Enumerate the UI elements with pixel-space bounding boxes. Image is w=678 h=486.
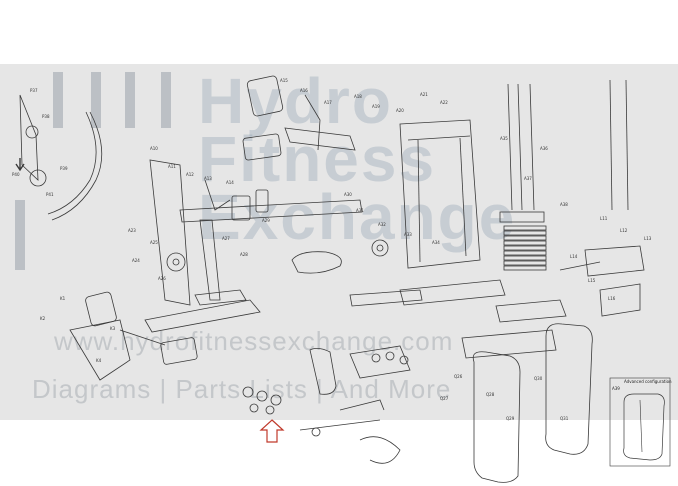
side-shroud (472, 351, 521, 483)
part-callout: A23 (128, 228, 136, 233)
part-callout: Q26 (454, 374, 463, 379)
part-callout: A21 (420, 92, 428, 97)
guide-rod (507, 83, 513, 211)
part-callout: Q30 (534, 376, 543, 381)
part-callout: A32 (378, 222, 386, 227)
watermark-brand: Hydro Fitness Exchange (198, 65, 517, 253)
watermark-brand-line2: Fitness (198, 123, 437, 195)
part-callout: A38 (560, 202, 568, 207)
inset-shroud (623, 393, 665, 461)
down-arrow-icon (15, 158, 25, 172)
part-callout: A29 (262, 218, 270, 223)
part-callout: A19 (372, 104, 380, 109)
pad (160, 337, 198, 365)
part-callout: K4 (96, 358, 102, 363)
weight-plate-stack (503, 225, 547, 271)
watermark-brand-line1: Hydro (198, 65, 393, 137)
watermark-logo (15, 72, 171, 270)
pad (246, 75, 284, 117)
part-callout: K1 (60, 296, 66, 301)
part-callout: A12 (186, 172, 194, 177)
arrow-up-icon (259, 419, 285, 443)
part-callout: Q31 (560, 416, 569, 421)
inset-box (609, 377, 671, 467)
guide-rod (529, 83, 535, 211)
part-callout: Q27 (440, 396, 449, 401)
watermark-url: www.hydrofitnessexchange.com (54, 326, 454, 356)
part-callout: P39 (60, 166, 68, 171)
inset-label: A39 (612, 386, 620, 391)
pulley-wheel (166, 252, 186, 272)
pad (242, 133, 282, 161)
part-callout: A35 (500, 136, 508, 141)
part-callout: A24 (132, 258, 140, 263)
pulley-wheel (371, 239, 389, 257)
part-callout: A14 (226, 180, 234, 185)
pulley-wheel (29, 169, 47, 187)
part-callout: Q28 (486, 392, 495, 397)
part-callout: A30 (344, 192, 352, 197)
part-callout: K2 (40, 316, 46, 321)
pulley-wheel (25, 125, 39, 139)
part-callout: A34 (432, 240, 440, 245)
guide-rod (609, 79, 613, 211)
part-callout: A13 (204, 176, 212, 181)
part-callout: A15 (280, 78, 288, 83)
part-callout: A17 (324, 100, 332, 105)
part-callout: L13 (644, 236, 652, 241)
part-callout: A26 (158, 276, 166, 281)
part-callout: Q29 (506, 416, 515, 421)
tower-frame (399, 119, 481, 269)
part-callout: L14 (570, 254, 578, 259)
cable-loop (19, 94, 39, 181)
part-callout: A28 (240, 252, 248, 257)
guide-rod (517, 83, 523, 211)
part-callout: A10 (150, 146, 158, 151)
part-callout: P40 (12, 172, 20, 177)
part-callout: L16 (608, 296, 616, 301)
part-callout: A36 (540, 146, 548, 151)
guide-rod (625, 79, 629, 211)
main-frame-post (149, 159, 191, 306)
pad (85, 291, 117, 327)
part-callout: A25 (150, 240, 158, 245)
part-callout: A11 (168, 164, 176, 169)
inset-title: Advanced configuration (624, 379, 672, 384)
part-callout: L11 (600, 216, 608, 221)
part-callout: L12 (620, 228, 628, 233)
part-callout: A22 (440, 100, 448, 105)
part-callout: A18 (354, 94, 362, 99)
part-callout: A16 (300, 88, 308, 93)
part-callout: A20 (396, 108, 404, 113)
seat-cushion (291, 251, 342, 274)
part-callout: P41 (46, 192, 54, 197)
watermark-brand-line3: Exchange (198, 181, 517, 253)
part-callout: P37 (30, 88, 38, 93)
side-shroud (545, 323, 593, 455)
part-callout: A31 (356, 208, 364, 213)
part-callout: L15 (588, 278, 596, 283)
watermark-band (0, 64, 678, 420)
part-callout: A27 (222, 236, 230, 241)
part-callout: K3 (110, 326, 116, 331)
part-callout: A37 (524, 176, 532, 181)
part-callout: P38 (42, 114, 50, 119)
main-frame-beam (179, 199, 363, 223)
part-callout: A33 (404, 232, 412, 237)
